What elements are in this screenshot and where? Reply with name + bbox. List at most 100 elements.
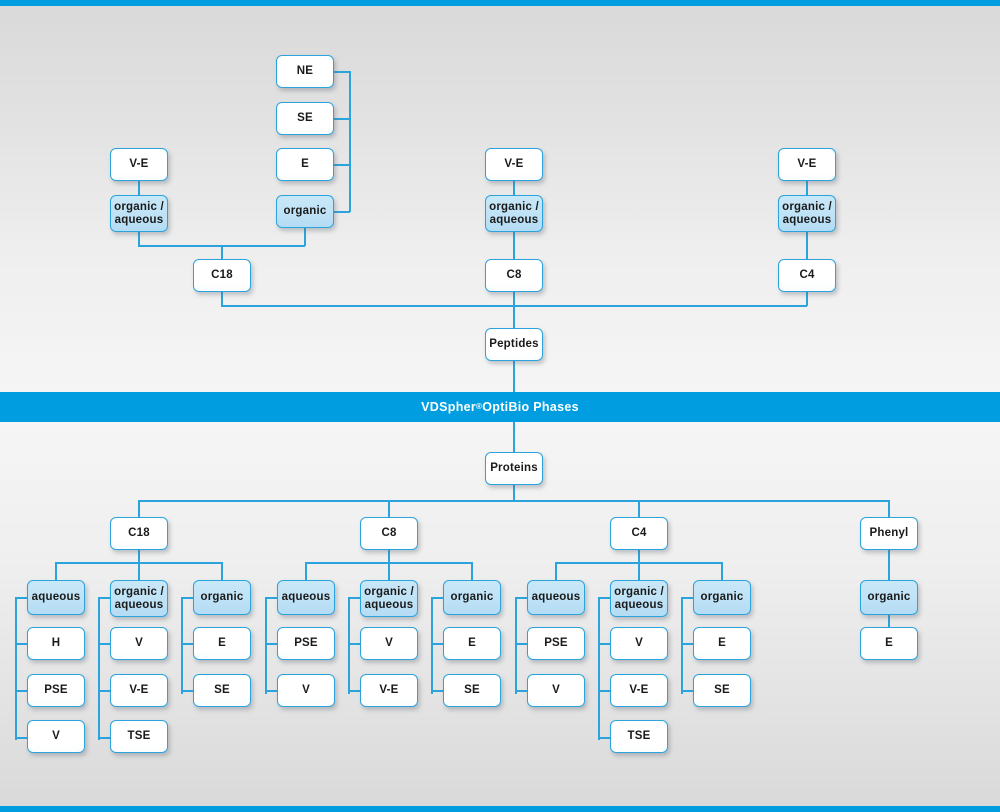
node-proteins-phase-c4[interactable]: C4 [610,517,668,550]
node-proteins-phase-phenyl[interactable]: Phenyl [860,517,918,550]
connector-bus-drop-c4 [638,500,640,517]
connector-c8-orgaq-spine [348,597,350,694]
node-peptides-c18-organic-ne[interactable]: NE [276,55,334,88]
connector-c8-aqueous-stub-0 [265,643,278,645]
connector-c8-group-drop-orgaq [388,562,390,580]
node-peptides-c18-mode-organic-aqueous[interactable]: organic / aqueous [110,195,168,232]
connector-bus-drop-c8 [388,500,390,517]
connector-c4-group-drop-orgaq [638,562,640,580]
connector-c4-orgaq-stub-0 [598,643,611,645]
node-peptides-phase-c18[interactable]: C18 [193,259,251,292]
node-proteins-phenyl-mode-organic[interactable]: organic [860,580,918,615]
connector-c18-aqueous-stub-0 [15,643,28,645]
node-peptides-c8-mode-organic-aqueous[interactable]: organic / aqueous [485,195,543,232]
node-proteins-c18-organic-item-1[interactable]: SE [193,674,251,707]
node-proteins-c4-orgaq-item-1[interactable]: V-E [610,674,668,707]
node-proteins-c4-aqueous-item-0[interactable]: PSE [527,627,585,660]
connector-c18-merge-drop [221,245,223,259]
node-proteins-c8-organic-item-1[interactable]: SE [443,674,501,707]
node-proteins-c18-orgaq-item-1[interactable]: V-E [110,674,168,707]
node-proteins-phase-c8[interactable]: C8 [360,517,418,550]
connector-phenyl-mode-to-item [888,615,890,627]
connector-c4-organic-spine [681,597,683,694]
connector-c18-aqueous-stub-2 [15,737,28,739]
node-peptides-phase-c4[interactable]: C4 [778,259,836,292]
node-proteins-c8-aqueous-item-1[interactable]: V [277,674,335,707]
connector-c4-organic-stub-1 [681,690,694,692]
connector-c4-group-drop-organic [721,562,723,580]
node-proteins-c8-mode-organic[interactable]: organic [443,580,501,615]
node-proteins-c18-organic-item-0[interactable]: E [193,627,251,660]
connector-c4-aqueous-stub-0 [515,643,528,645]
node-proteins-c4-aqueous-item-1[interactable]: V [527,674,585,707]
connector-c18-ve-to-mode [138,181,140,196]
node-peptides-c8-aqueous-ve[interactable]: V-E [485,148,543,181]
node-proteins-c18-mode-aqueous[interactable]: aqueous [27,580,85,615]
connector-bus-drop-phenyl [888,500,890,517]
node-peptides-c18-organic-e[interactable]: E [276,148,334,181]
connector-bus-to-peptides [513,292,515,328]
connector-c8-orgaq-stub-mode [348,597,361,599]
node-proteins-root[interactable]: Proteins [485,452,543,485]
connector-proteins-bus [138,500,889,502]
connector-c4-organic-stub-mode [681,597,694,599]
connector-c4-to-bus [806,292,808,306]
connector-c18-orgaq-stub-0 [98,643,111,645]
node-peptides-c18-aqueous-ve[interactable]: V-E [110,148,168,181]
connector-c18-organic-stub-organic [334,211,350,213]
connector-c4-mode-to-phase [806,232,808,259]
node-proteins-c4-mode-aqueous[interactable]: aqueous [527,580,585,615]
connector-c18-group-drop-organic [221,562,223,580]
node-proteins-c4-orgaq-item-2[interactable]: TSE [610,720,668,753]
node-proteins-phase-c18[interactable]: C18 [110,517,168,550]
connector-c8-organic-spine [431,597,433,694]
connector-c8-orgaq-stub-1 [348,690,361,692]
node-peptides-c18-organic-se[interactable]: SE [276,102,334,135]
connector-c18-phase-down [138,550,140,563]
connector-c8-aqueous-spine [265,597,267,694]
node-proteins-phenyl-organic-item-0[interactable]: E [860,627,918,660]
node-proteins-c18-aqueous-item-1[interactable]: PSE [27,674,85,707]
node-proteins-c4-mode-organic-aqueous[interactable]: organic / aqueous [610,580,668,617]
node-proteins-c18-aqueous-item-0[interactable]: H [27,627,85,660]
connector-c18-group-drop-aqueous [55,562,57,580]
node-proteins-c18-aqueous-item-2[interactable]: V [27,720,85,753]
node-proteins-c4-organic-item-1[interactable]: SE [693,674,751,707]
connector-c18-organic2-stub-0 [181,643,194,645]
node-peptides-c18-mode-organic[interactable]: organic [276,195,334,228]
banner-rest: OptiBio Phases [482,400,579,414]
node-proteins-c8-orgaq-item-0[interactable]: V [360,627,418,660]
connector-c18-organic-spine-2 [181,597,183,694]
connector-c8-ve-to-mode [513,181,515,196]
node-proteins-c8-mode-aqueous[interactable]: aqueous [277,580,335,615]
node-peptides-c4-mode-organic-aqueous[interactable]: organic / aqueous [778,195,836,232]
brand-banner: VDSpher® OptiBio Phases [0,392,1000,422]
node-proteins-c8-orgaq-item-1[interactable]: V-E [360,674,418,707]
connector-c18-aq-down [138,232,140,246]
node-proteins-c8-aqueous-item-0[interactable]: PSE [277,627,335,660]
top-accent-bar [0,0,1000,6]
node-proteins-c8-organic-item-0[interactable]: E [443,627,501,660]
node-proteins-c4-orgaq-item-0[interactable]: V [610,627,668,660]
node-proteins-c18-orgaq-item-0[interactable]: V [110,627,168,660]
connector-proteins-down [513,485,515,501]
node-proteins-c18-mode-organic-aqueous[interactable]: organic / aqueous [110,580,168,617]
connector-c18-orgaq-stub-1 [98,690,111,692]
connector-c18-organic-stub-e [334,164,350,166]
node-proteins-c18-orgaq-item-2[interactable]: TSE [110,720,168,753]
node-proteins-c18-mode-organic[interactable]: organic [193,580,251,615]
node-peptides-phase-c8[interactable]: C8 [485,259,543,292]
bottom-accent-bar [0,806,1000,812]
connector-c4-aqueous-spine [515,597,517,694]
node-peptides-root[interactable]: Peptides [485,328,543,361]
node-peptides-c4-aqueous-ve[interactable]: V-E [778,148,836,181]
connector-c18-organic-stub-ne [334,71,350,73]
connector-c18-aqueous-spine [15,597,17,740]
connector-c18-group-drop-orgaq [138,562,140,580]
connector-c18-orgaq-spine [98,597,100,740]
connector-c8-organic-stub-0 [431,643,444,645]
connector-c4-aqueous-stub-mode [515,597,528,599]
node-proteins-c8-mode-organic-aqueous[interactable]: organic / aqueous [360,580,418,617]
node-proteins-c4-mode-organic[interactable]: organic [693,580,751,615]
node-proteins-c4-organic-item-0[interactable]: E [693,627,751,660]
